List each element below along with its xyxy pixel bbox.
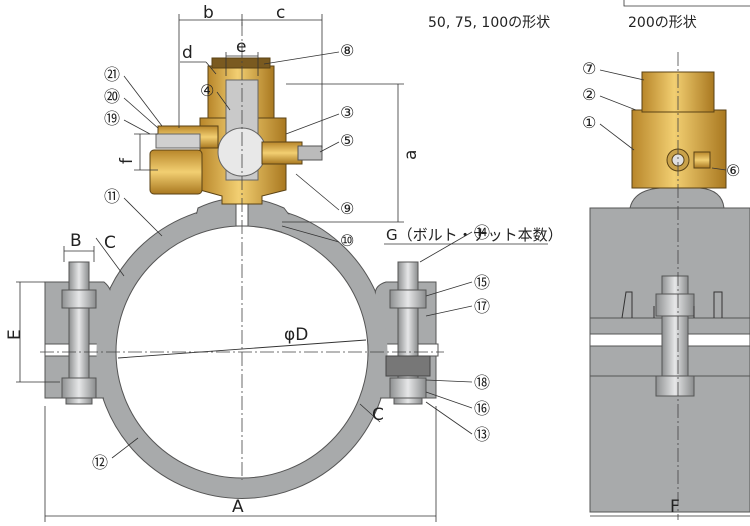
side-ribs [621,291,723,319]
caption-small-sizes: 50, 75, 100の形状 [428,15,551,31]
part-14: ⑭ [474,223,490,242]
part-5: ⑤ [340,131,354,150]
dim-b: b [203,3,214,23]
part-17: ⑰ [474,297,490,316]
part-15: ⑮ [474,273,490,292]
branch-valve [149,57,323,227]
valve-cap-top [211,57,271,69]
part-21: ㉑ [104,65,120,84]
part-19: ⑲ [104,109,120,128]
dim-E: E [5,329,25,340]
part-11: ⑪ [104,187,120,206]
part-18: ⑱ [474,373,490,392]
caption-large-size: 200の形状 [628,15,697,31]
right-view: F ⑦ ② ① ⑥ [582,0,750,520]
dim-C-right: C [372,405,384,425]
side-top-bracket [623,0,750,7]
part-2: ② [582,85,596,104]
part-9: ⑨ [340,199,354,218]
part-3: ③ [340,103,354,122]
side-bolt [655,275,695,397]
side-valve-stub [693,151,711,169]
part-8: ⑧ [340,41,354,60]
right-bolt [385,261,431,405]
dim-F: F [670,497,680,517]
part-6: ⑥ [726,161,740,180]
part-12: ⑫ [92,453,108,472]
part-16: ⑯ [474,399,490,418]
dim-B: B [70,231,82,251]
dim-c: c [276,3,285,23]
left-view: b c d e f a A B C C E φD G（ボルト・ナット本数） ㉑ … [5,3,563,522]
part-13: ⑬ [474,425,490,444]
left-bolt [61,261,97,405]
dim-A: A [232,497,244,517]
diameter-line [117,339,367,359]
dimension-lines [16,14,548,522]
dim-C-left: C [104,233,116,253]
part-20: ⑳ [104,87,120,106]
dim-f: f [117,157,137,164]
dim-d: d [182,43,193,63]
side-leader-lines [599,69,727,171]
dim-e: e [236,37,246,57]
part-7: ⑦ [582,59,596,78]
left-nut-thread [155,133,201,149]
dim-G: G（ボルト・ナット本数） [386,226,563,244]
part-4: ④ [200,81,214,100]
outlet-cap [297,145,323,161]
outlet-port [261,141,303,165]
dim-a: a [401,150,421,160]
part-10: ⑩ [340,231,354,250]
leader-lines [111,51,473,459]
dim-D: φD [284,325,308,345]
part-1: ① [582,113,596,132]
left-nut [149,149,203,195]
side-top-boss [629,187,725,209]
